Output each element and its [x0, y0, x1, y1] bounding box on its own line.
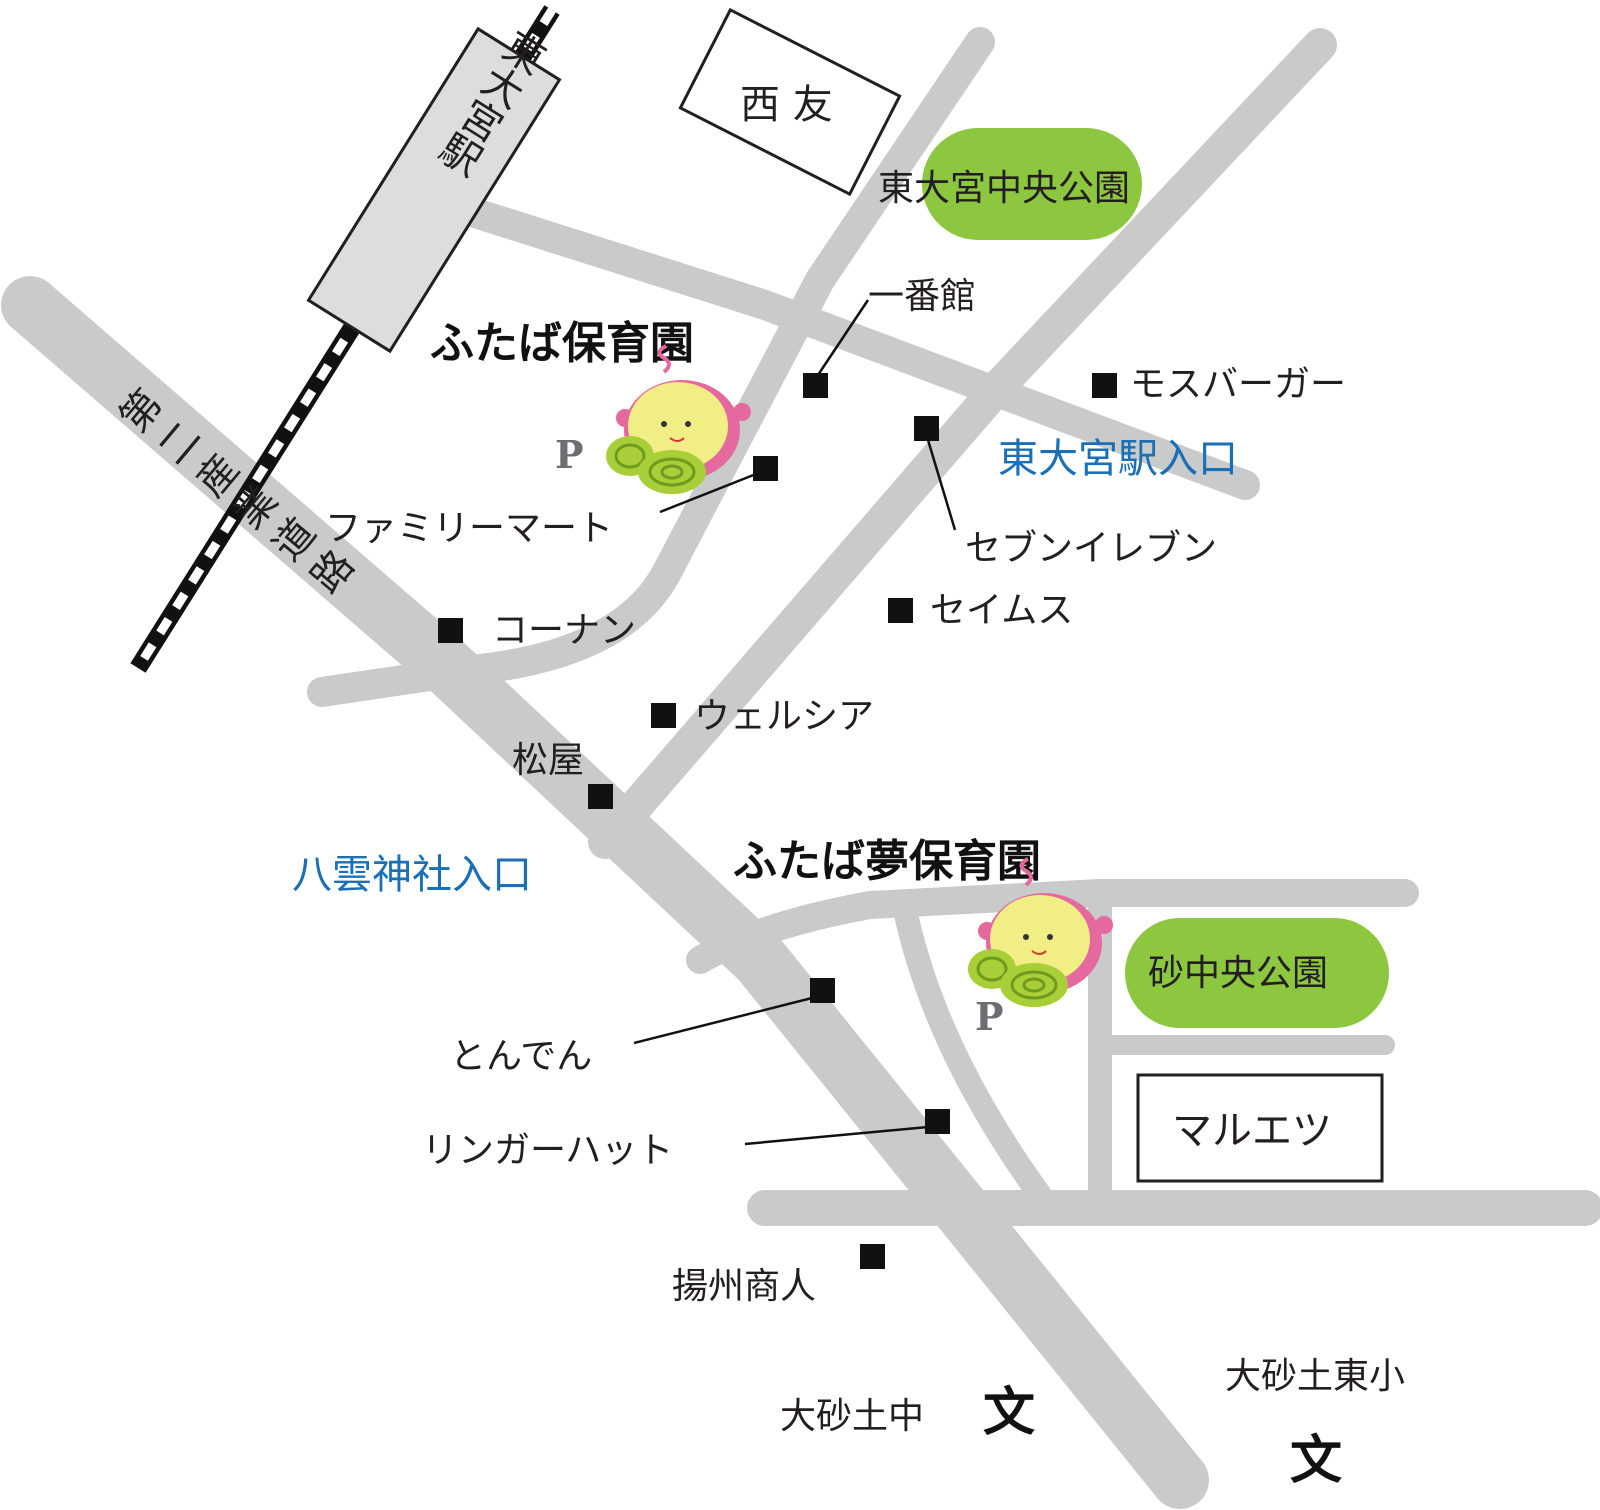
marker-matsuya [588, 784, 613, 809]
shop-label-family-mart: ファミリーマート [325, 508, 613, 549]
nishitomo-label: 西 友 [740, 82, 833, 128]
marker-konan [438, 618, 463, 643]
park-suna-label: 砂中央公園 [1148, 953, 1328, 994]
maruetsu-label: マルエツ [1172, 1108, 1332, 1154]
park-suna [1125, 918, 1389, 1028]
roads [1, 27, 1600, 1509]
shop-label-seven-eleven: セブンイレブン [965, 528, 1217, 569]
marker-ringer-hut [925, 1109, 950, 1134]
park-higashiomiya [922, 128, 1142, 240]
entrance-higashiomiya-station: 東大宮駅入口 [998, 436, 1238, 482]
school-symbol-icon: 文 [983, 1383, 1035, 1443]
shop-label-matsuya: 松屋 [512, 740, 584, 781]
parking-icon: P [555, 432, 584, 477]
shop-markers [438, 373, 1117, 1269]
highway-label-text: 第二産業道路 [107, 382, 366, 610]
shop-label-tonden: とんでん [450, 1036, 592, 1077]
shop-label-mos-burger: モスバーガー [1130, 364, 1346, 405]
building-nishitomo [678, 7, 902, 197]
building-maruetsu [1136, 1073, 1384, 1183]
marker-ichibankan [803, 373, 828, 398]
road-yume-branch [893, 898, 1052, 1207]
nursery-futaba-name: ふたば保育園 [430, 318, 694, 369]
road-north-south [307, 27, 995, 707]
school-symbol-icon: 文 [1290, 1431, 1342, 1491]
parking-icon: P [975, 994, 1004, 1039]
shop-label-seimusu: セイムス [930, 590, 1073, 631]
shop-label-yoshu-shonin: 揚州商人 [672, 1266, 816, 1307]
shop-label-konan: コーナン [492, 610, 636, 651]
park-higashiomiya-label: 東大宮中央公園 [878, 168, 1130, 209]
shop-label-ringer-hut: リンガーハット [422, 1130, 673, 1171]
marker-seimusu [888, 598, 913, 623]
road-station-east [435, 190, 1260, 500]
mascot-icon [606, 344, 751, 494]
road-yume-top [686, 879, 1419, 974]
entrance-yakumo-shrine: 八雲神社入口 [292, 852, 532, 898]
nursery-futaba-yume-name: ふたば夢保育園 [733, 836, 1041, 887]
marker-seven-eleven [914, 416, 939, 441]
marker-mos-burger [1092, 373, 1117, 398]
leader-lines [633, 299, 957, 1146]
shop-label-welcia: ウェルシア [694, 696, 874, 737]
marker-welcia [651, 703, 676, 728]
marker-yoshu-shonin [860, 1244, 885, 1269]
station-building: 東大宮駅 [306, 21, 562, 354]
school-osunato-higashi-elementary: 大砂土東小 [1225, 1356, 1405, 1397]
school-osunato-junior-high: 大砂土中 [780, 1396, 924, 1437]
mascot-icon [968, 857, 1113, 1007]
highway-label: 第二産業道路 [107, 382, 366, 610]
shop-label-ichibankan: 一番館 [868, 276, 976, 317]
marker-tonden [810, 978, 835, 1003]
marker-family-mart [753, 456, 778, 481]
